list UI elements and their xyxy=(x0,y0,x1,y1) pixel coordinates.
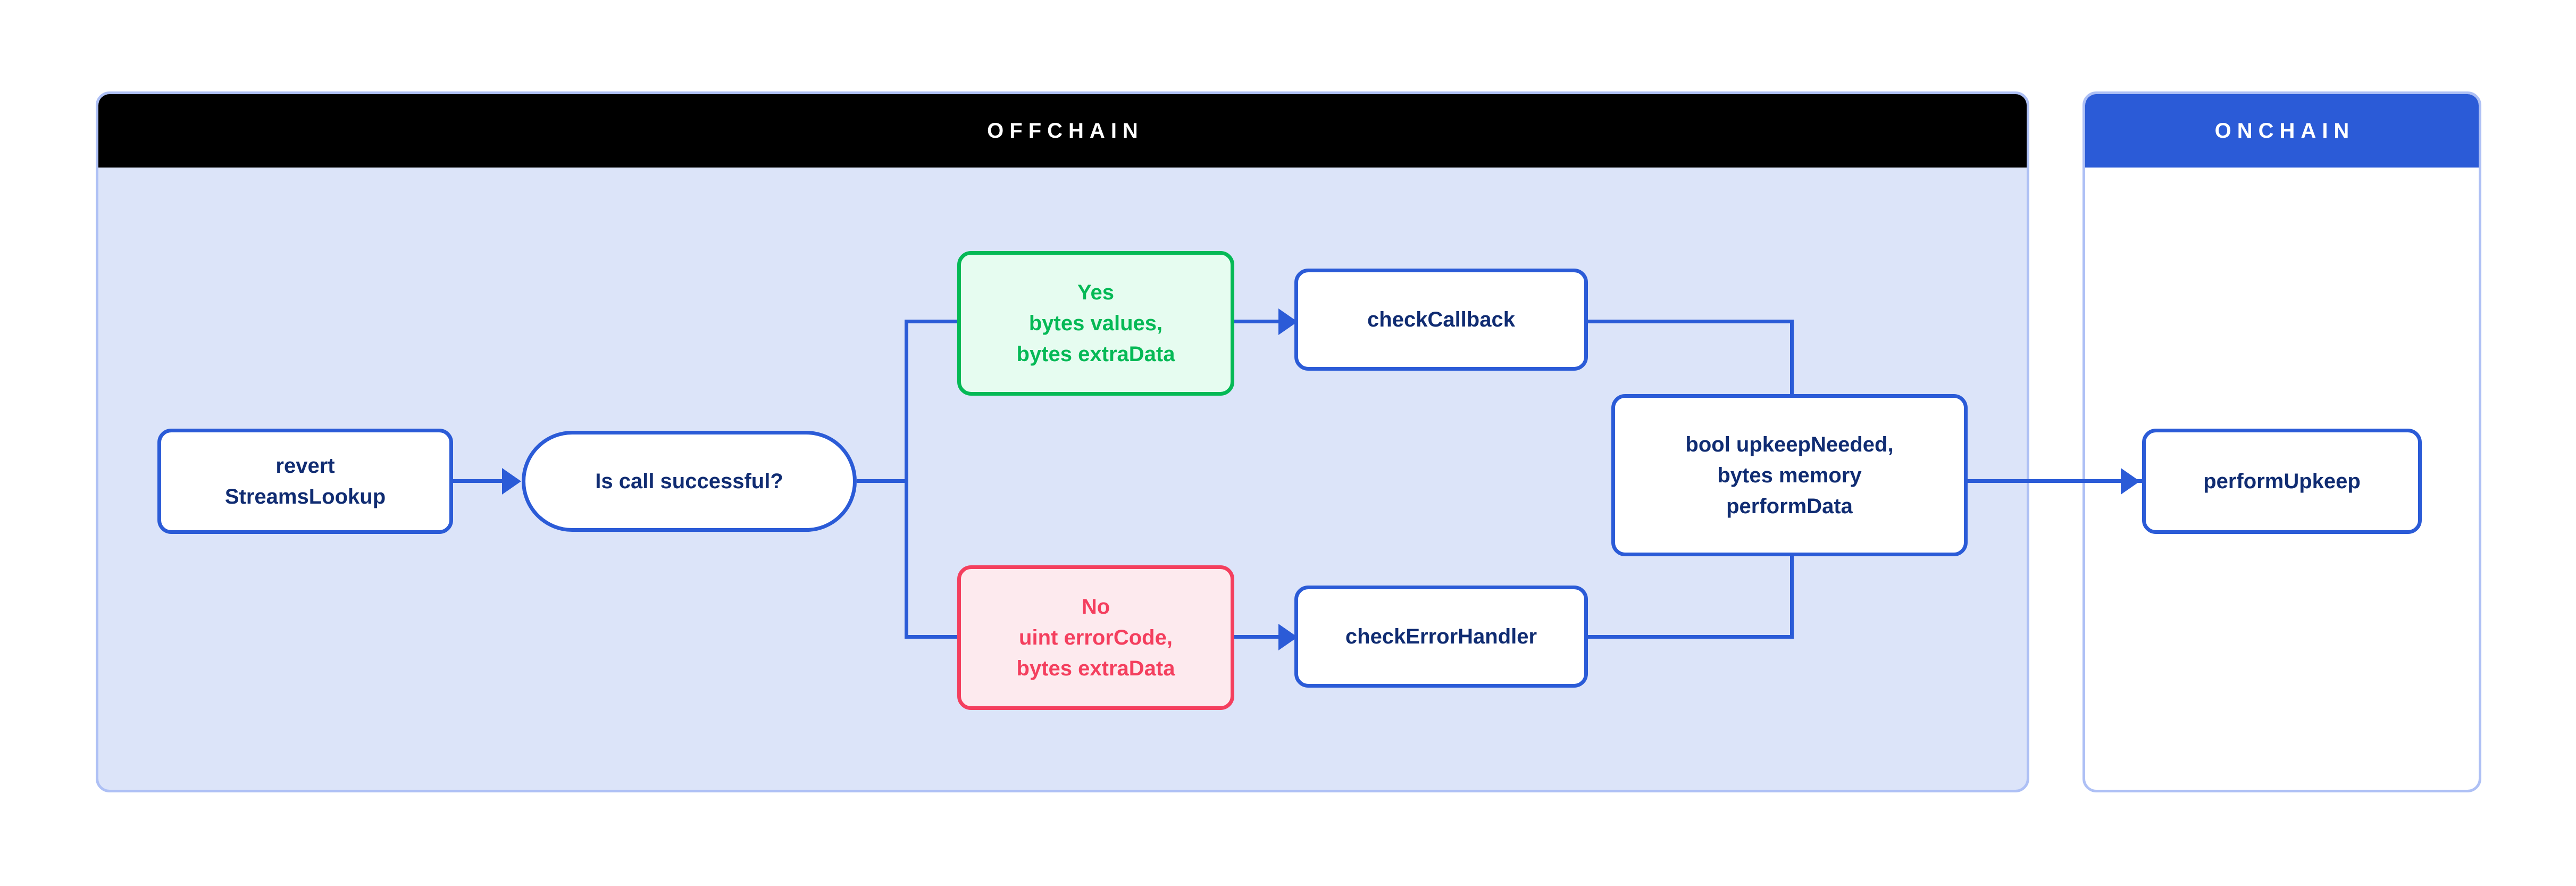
onchain-panel-header: ONCHAIN xyxy=(2085,94,2479,168)
node-merge-line-3: performData xyxy=(1726,494,1853,518)
edge-check-callback-to-merge-vertical xyxy=(1790,320,1794,397)
node-no-line-2: uint errorCode, xyxy=(1019,626,1173,649)
node-revert-streams-lookup-text: revert StreamsLookup xyxy=(225,450,386,512)
offchain-panel-header: OFFCHAIN xyxy=(98,94,2027,168)
edge-check-error-handler-to-merge xyxy=(1588,635,1794,639)
node-check-error-handler[interactable]: checkErrorHandler xyxy=(1294,586,1588,688)
node-revert-line-2: StreamsLookup xyxy=(224,485,386,508)
node-merge-line-2: bytes memory xyxy=(1717,463,1862,487)
edge-yes-to-check-callback xyxy=(1234,320,1298,323)
node-no-line-3: bytes extraData xyxy=(1016,657,1175,680)
node-revert-streams-lookup[interactable]: revert StreamsLookup xyxy=(157,429,453,534)
node-yes-line-2: bytes values, xyxy=(1028,312,1163,335)
node-check-callback-label: checkCallback xyxy=(1367,308,1515,331)
node-merge-line-1: bool upkeepNeeded, xyxy=(1685,432,1894,456)
node-upkeep-needed-result-text: bool upkeepNeeded, bytes memory performD… xyxy=(1685,429,1893,522)
node-no-branch[interactable]: No uint errorCode, bytes extraData xyxy=(957,565,1234,710)
edge-check-error-handler-to-merge-vertical xyxy=(1790,553,1794,639)
edge-decision-to-yes xyxy=(905,320,961,323)
node-upkeep-needed-result[interactable]: bool upkeepNeeded, bytes memory performD… xyxy=(1611,394,1968,556)
edge-check-callback-to-merge xyxy=(1588,320,1794,323)
edge-merge-to-perform-upkeep xyxy=(1968,479,2170,483)
node-yes-line-1: Yes xyxy=(1077,281,1114,304)
node-check-callback[interactable]: checkCallback xyxy=(1294,269,1588,371)
node-revert-line-1: revert xyxy=(275,454,335,478)
edge-no-to-check-error-handler xyxy=(1234,635,1298,639)
offchain-panel-title: OFFCHAIN xyxy=(987,119,1144,143)
node-yes-line-3: bytes extraData xyxy=(1016,342,1175,366)
edge-branch-trunk xyxy=(905,320,908,639)
edge-revert-to-decision xyxy=(453,479,503,483)
node-is-call-successful[interactable]: Is call successful? xyxy=(522,431,857,532)
node-no-branch-text: No uint errorCode, bytes extraData xyxy=(1017,591,1175,684)
node-is-call-successful-label: Is call successful? xyxy=(595,470,783,493)
node-no-line-1: No xyxy=(1081,595,1110,618)
node-perform-upkeep-label: performUpkeep xyxy=(2203,470,2361,493)
arrowhead-revert-to-decision xyxy=(502,468,521,495)
node-yes-branch-text: Yes bytes values, bytes extraData xyxy=(1017,277,1175,370)
onchain-panel-title: ONCHAIN xyxy=(2214,119,2355,143)
node-yes-branch[interactable]: Yes bytes values, bytes extraData xyxy=(957,251,1234,396)
edge-decision-to-no xyxy=(905,635,961,639)
arrowhead-merge-to-perform-upkeep xyxy=(2121,468,2140,495)
node-perform-upkeep[interactable]: performUpkeep xyxy=(2142,429,2422,534)
node-check-error-handler-label: checkErrorHandler xyxy=(1345,625,1537,648)
edge-decision-output xyxy=(857,479,908,483)
